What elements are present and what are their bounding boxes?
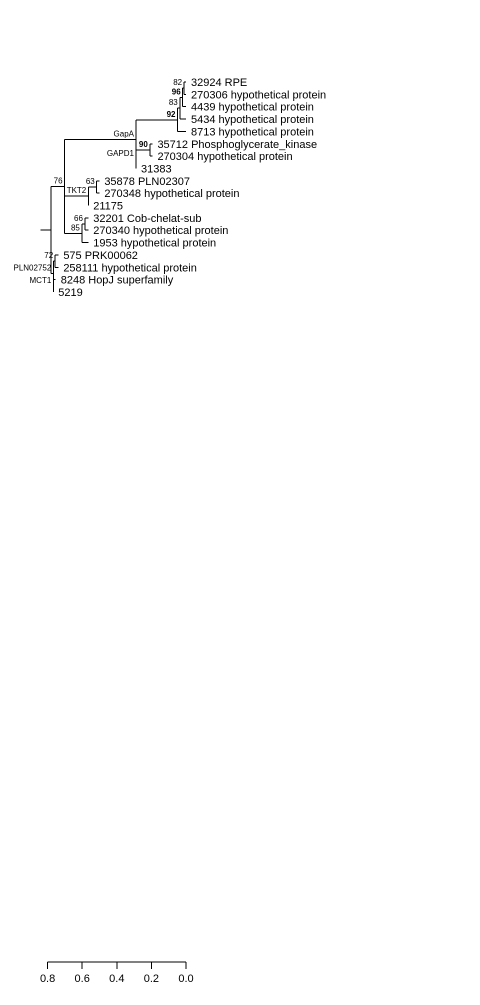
leaf-label: 8248 HopJ superfamily	[61, 275, 174, 287]
leaf-label: 32924 RPE	[191, 77, 247, 89]
support-value: GapA	[114, 130, 135, 139]
leaf-label: 575 PRK00062	[63, 250, 138, 262]
leaf-label: 5219	[58, 287, 82, 299]
leaf-label: 35712 Phosphoglycerate_kinase	[157, 139, 317, 151]
leaf-label: 270304 hypothetical protein	[157, 151, 292, 163]
support-value: 66	[74, 214, 83, 223]
axis-tick-label: 0.6	[75, 973, 90, 985]
support-value: 85	[71, 223, 80, 232]
support-value: 90	[139, 140, 148, 149]
leaf-label: 1953 hypothetical protein	[93, 238, 216, 250]
support-value: 92	[167, 110, 176, 119]
leaf-label: 21175	[93, 201, 123, 213]
support-value: 76	[54, 176, 63, 185]
axis-tick-label: 0.8	[40, 973, 55, 985]
support-value: 83	[169, 98, 178, 107]
support-value: GAPD1	[107, 149, 135, 158]
axis-tick-label: 0.2	[144, 973, 159, 985]
leaf-label: 5434 hypothetical protein	[191, 114, 314, 126]
leaf-label: 270348 hypothetical protein	[104, 188, 239, 200]
support-value: 63	[86, 177, 95, 186]
axis-tick-label: 0.0	[178, 973, 193, 985]
support-value: PLN02752	[13, 263, 51, 272]
leaf-label: 258111 hypothetical protein	[63, 262, 197, 274]
scale-axis: 0.8 0.6 0.4 0.2 0.0	[40, 961, 194, 985]
support-value: TKT2	[67, 186, 87, 195]
tree-branches	[40, 81, 186, 292]
leaf-label: 8713 hypothetical protein	[191, 126, 314, 138]
leaf-label: 31383	[141, 163, 172, 175]
leaf-label: 270306 hypothetical protein	[191, 89, 326, 101]
leaf-label: 32201 Cob-chelat-sub	[93, 213, 201, 225]
support-value: 82	[173, 78, 182, 87]
leaf-label: 35878 PLN02307	[104, 176, 190, 188]
support-value: 96	[172, 87, 181, 96]
axis-tick-label: 0.4	[109, 973, 124, 985]
support-value: 72	[44, 251, 53, 260]
leaf-label: 270340 hypothetical protein	[93, 225, 228, 237]
support-value: MCT1	[30, 276, 52, 285]
leaf-label: 4439 hypothetical protein	[191, 102, 314, 114]
